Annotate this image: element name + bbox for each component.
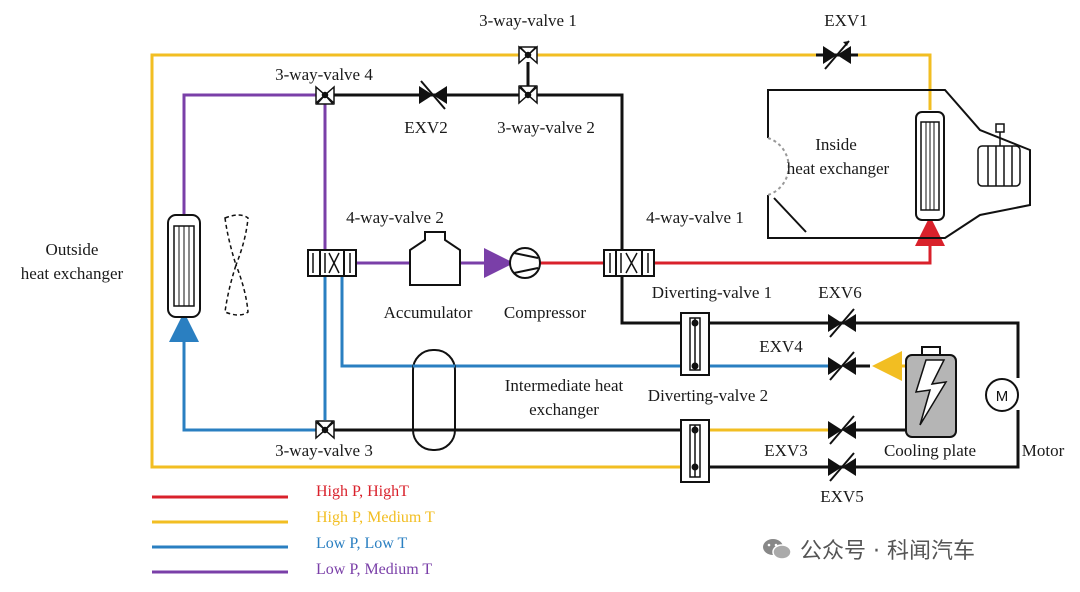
pipe-black-top — [334, 93, 686, 325]
exv-2 — [419, 80, 447, 110]
label-motor: Motor — [1022, 441, 1065, 460]
pipe-black-exv5 — [708, 410, 1020, 469]
label-exv1: EXV1 — [824, 11, 867, 30]
legend: High P, HighT High P, Medium T Low P, Lo… — [152, 483, 435, 578]
label-accumulator: Accumulator — [384, 303, 473, 322]
label-cooling-plate: Cooling plate — [884, 441, 976, 460]
label-outside-hx-2: heat exchanger — [21, 264, 124, 283]
label-intermediate-hx-1: Intermediate heat — [505, 376, 624, 395]
outside-fan-icon — [224, 214, 249, 316]
pipe-red-to-inside — [654, 216, 945, 265]
label-inside-hx-2: heat exchanger — [787, 159, 890, 178]
label-exv6: EXV6 — [818, 283, 861, 302]
diverting-valve-2 — [680, 419, 710, 483]
label-4-way-valve-1: 4-way-valve 1 — [646, 208, 744, 227]
exv-6 — [828, 308, 856, 338]
label-outside-hx-1: Outside — [46, 240, 99, 259]
label-exv3: EXV3 — [764, 441, 807, 460]
legend-label: High P, HighT — [316, 483, 409, 500]
watermark: 公众号 · 科闻汽车 — [762, 533, 975, 565]
label-diverting-valve-2: Diverting-valve 2 — [648, 386, 768, 405]
three-way-valve-1 — [518, 45, 538, 65]
label-3-way-valve-4: 3-way-valve 4 — [275, 65, 373, 84]
label-exv5: EXV5 — [820, 487, 863, 506]
outside-heat-exchanger — [167, 214, 201, 318]
pipe-yellow-top — [150, 53, 816, 469]
inside-heat-exchanger — [915, 111, 945, 221]
legend-label: Low P, Low T — [316, 535, 407, 552]
wechat-icon — [762, 537, 792, 561]
three-way-valve-4 — [315, 85, 335, 105]
pipe-purple-left — [182, 93, 316, 215]
inside-hvac-housing — [767, 89, 1031, 239]
pipe-blue-bottom — [169, 312, 316, 432]
four-way-valve-1 — [603, 249, 655, 277]
label-4-way-valve-2: 4-way-valve 2 — [346, 208, 444, 227]
exv-4 — [828, 351, 856, 381]
compressor — [509, 247, 541, 279]
label-exv4: EXV4 — [759, 337, 803, 356]
label-intermediate-hx-2: exchanger — [529, 400, 599, 419]
label-inside-hx-1: Inside — [815, 135, 857, 154]
label-3-way-valve-3: 3-way-valve 3 — [275, 441, 373, 460]
label-exv2: EXV2 — [404, 118, 447, 137]
three-way-valve-2 — [518, 85, 538, 105]
intermediate-heat-exchanger — [412, 349, 456, 451]
label-diverting-valve-1: Diverting-valve 1 — [652, 283, 772, 302]
motor: M — [985, 378, 1019, 412]
exv-5 — [828, 452, 856, 482]
exv-3 — [828, 415, 856, 445]
accumulator — [409, 231, 461, 286]
pipes — [150, 53, 1020, 469]
pipe-yellow-outer — [858, 53, 932, 110]
watermark-text: 公众号 · 科闻汽车 — [800, 539, 975, 564]
label-3-way-valve-2: 3-way-valve 2 — [497, 118, 595, 137]
motor-symbol: M — [996, 388, 1009, 405]
cooling-plate — [905, 346, 957, 438]
blower-fan-icon — [977, 123, 1021, 187]
three-way-valve-3 — [315, 420, 335, 440]
pipe-blue-ihx — [340, 276, 686, 368]
legend-label: High P, Medium T — [316, 509, 435, 526]
pipe-black-exv6 — [706, 321, 1020, 378]
four-way-valve-2 — [307, 249, 357, 277]
labels: 3-way-valve 1 3-way-valve 4 EXV1 EXV2 3-… — [21, 11, 1065, 506]
lightning-icon — [914, 359, 948, 426]
legend-label: Low P, Medium T — [316, 561, 432, 578]
diverting-valve-1 — [680, 312, 710, 376]
label-compressor: Compressor — [504, 303, 587, 322]
exv-1 — [823, 40, 851, 70]
label-3-way-valve-1: 3-way-valve 1 — [479, 11, 577, 30]
